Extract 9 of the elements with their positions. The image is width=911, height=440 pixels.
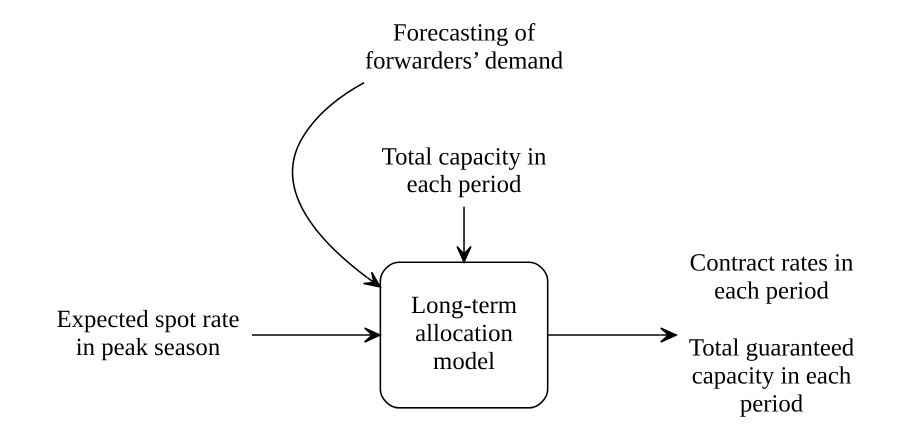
node-text: Contract rates in each period Total guaranteed capacity in each period (688, 249, 854, 418)
arrow (252, 327, 381, 343)
node-text: Expected spot rate in peak season (56, 306, 240, 361)
node-text: Forecasting of forwarders’ demand (364, 19, 564, 74)
arrow (548, 327, 678, 343)
arrow (292, 82, 381, 288)
node-text: Total capacity in each period (382, 143, 546, 198)
arrow (456, 206, 472, 263)
node-box: Long-term allocation model (380, 261, 548, 409)
